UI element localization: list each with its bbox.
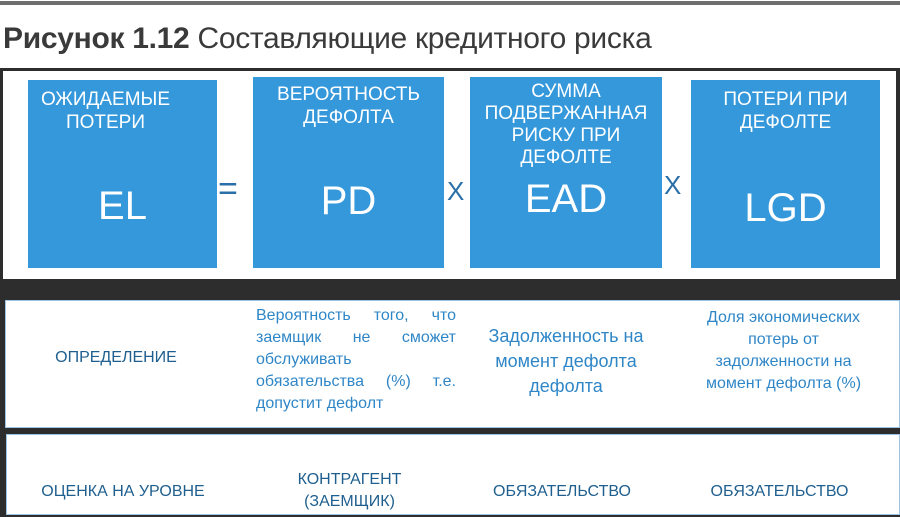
box-label: СУММА ПОДВЕРЖАННАЯ РИСКУ ПРИ ДЕФОЛТЕ (484, 81, 648, 168)
lgd-level: ОБЯЗАТЕЛЬСТВО (710, 483, 849, 500)
ead-definition: Задолженность на момент дефолта дефолта (488, 326, 644, 396)
pd-definition: Вероятность того, что заемщик не сможет … (256, 307, 456, 412)
figure-caption: Составляющие кредитного риска (197, 22, 652, 55)
row-header: ОЦЕНКА НА УРОВНЕ (41, 483, 205, 500)
box-lgd: ПОТЕРИ ПРИ ДЕФОЛТЕ LGD (691, 80, 880, 268)
box-label: ВЕРОЯТНОСТЬ ДЕФОЛТА (277, 84, 420, 128)
box-pd: ВЕРОЯТНОСТЬ ДЕФОЛТА PD (253, 77, 444, 268)
multiply-sign: X (447, 176, 465, 206)
box-label: ОЖИДАЕМЫЕ ПОТЕРИ (40, 89, 171, 133)
pd-level: КОНТРАГЕНТ (ЗАЕМЩИК) (297, 471, 402, 510)
box-label: ПОТЕРИ ПРИ ДЕФОЛТЕ (723, 89, 848, 133)
level-row: ОЦЕНКА НА УРОВНЕ КОНТРАГЕНТ (ЗАЕМЩИК) ОБ… (6, 434, 900, 515)
box-abbr: LGD (744, 186, 827, 230)
row-header: ОПРЕДЕЛЕНИЕ (55, 349, 177, 366)
box-el: ОЖИДАЕМЫЕ ПОТЕРИ EL (28, 80, 217, 268)
ead-level: ОБЯЗАТЕЛЬСТВО (493, 483, 631, 500)
lgd-definition: Доля экономических потерь от задолженнос… (705, 309, 862, 392)
box-abbr: EL (98, 184, 147, 228)
figure-title: Рисунок 1.12 Составляющие кредитного рис… (3, 22, 652, 56)
definition-row: ОПРЕДЕЛЕНИЕ Вероятность того, что заемщи… (5, 300, 900, 428)
equals-sign: = (218, 170, 238, 208)
box-abbr: EAD (524, 177, 608, 221)
box-abbr: PD (320, 179, 377, 223)
box-ead: СУММА ПОДВЕРЖАННАЯ РИСКУ ПРИ ДЕФОЛТЕ EAD (470, 77, 662, 268)
multiply-sign: X (664, 170, 682, 200)
figure-number: Рисунок 1.12 (3, 22, 190, 55)
top-rule (0, 1, 900, 5)
